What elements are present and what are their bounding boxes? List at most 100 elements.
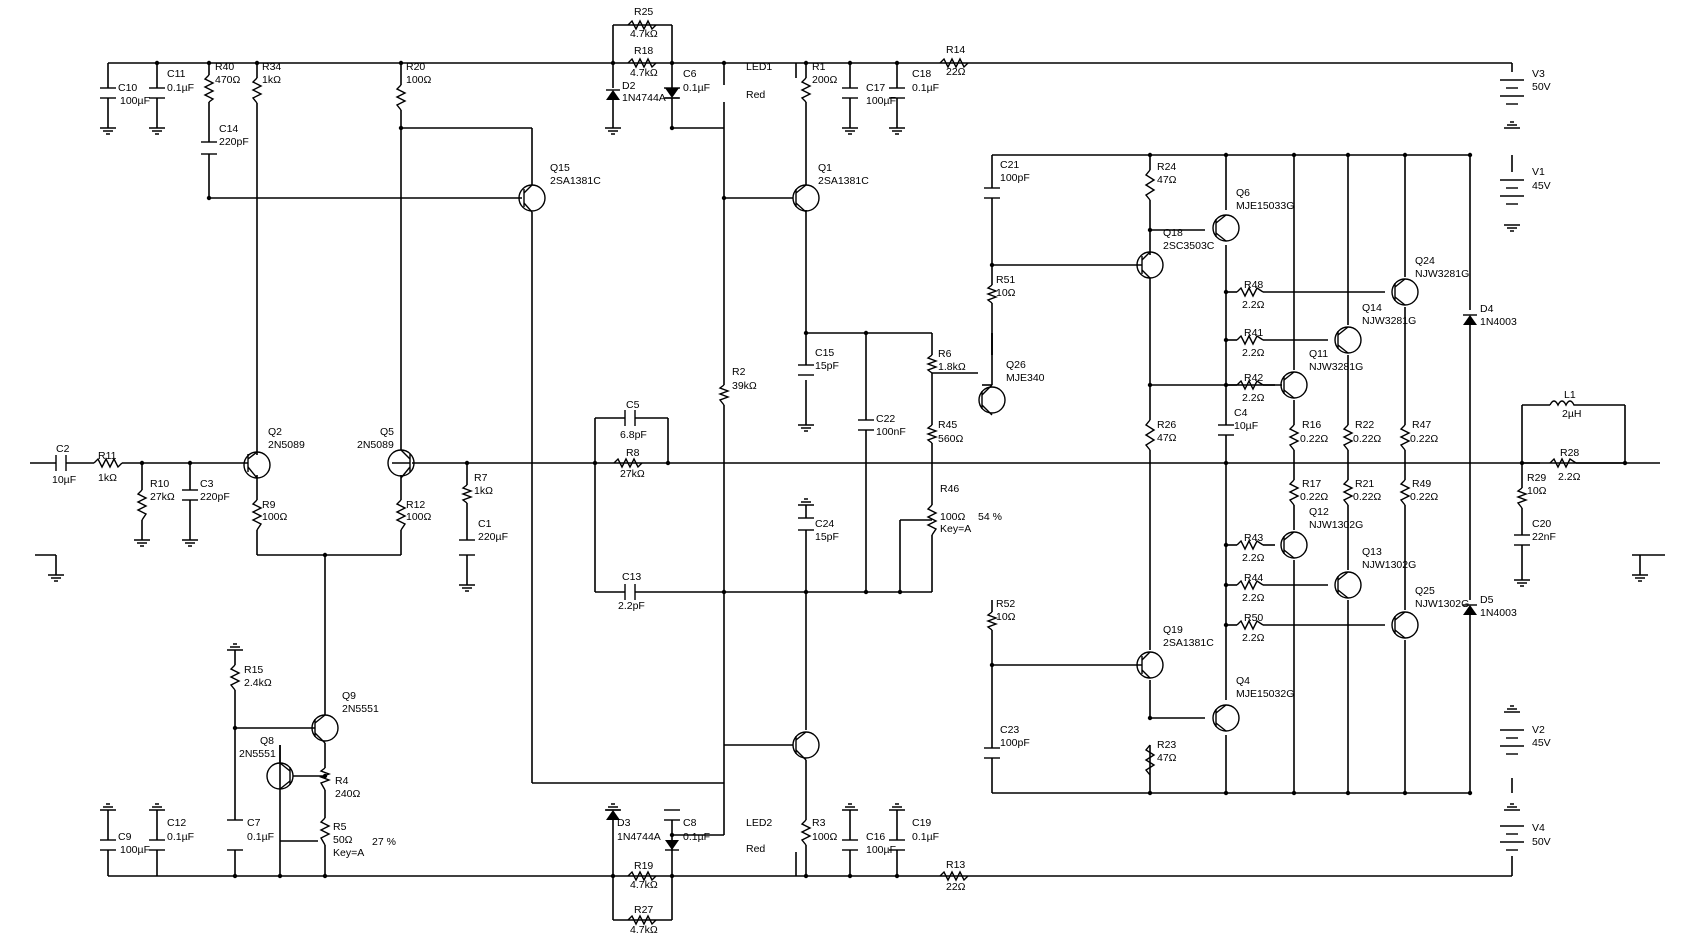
- label-r29-val: 10Ω: [1527, 485, 1547, 497]
- led1: [665, 88, 679, 99]
- resistor-r1: [800, 77, 812, 103]
- resistor-r44: [1236, 579, 1264, 591]
- label-c5-ref: C5: [626, 399, 640, 411]
- label-c6-val: 0.1µF: [683, 82, 710, 94]
- resistor-r50: [1236, 619, 1264, 631]
- label-c2-val: 10µF: [52, 474, 76, 486]
- label-q4-ref: Q4: [1236, 675, 1250, 687]
- label-r46-pct: 54 %: [978, 511, 1002, 523]
- resistor-r8: [613, 457, 643, 469]
- label-q14-val: NJW3281G: [1362, 315, 1416, 327]
- label-r50-val: 2.2Ω: [1242, 632, 1265, 644]
- label-r47-ref: R47: [1412, 419, 1431, 431]
- resistor-r42: [1236, 379, 1264, 391]
- label-r43-ref: R43: [1244, 532, 1263, 544]
- label-d4-ref: D4: [1480, 303, 1494, 315]
- resistor-r12: [395, 499, 407, 531]
- label-l1-val: 2µH: [1562, 408, 1581, 420]
- label-r18-ref: R18: [634, 45, 653, 57]
- label-r10-ref: R10: [150, 478, 169, 490]
- label-v4-val: 50V: [1532, 836, 1551, 848]
- label-q24-ref: Q24: [1415, 255, 1435, 267]
- label-c10-val: 100µF: [120, 95, 150, 107]
- label-q11-ref: Q11: [1309, 348, 1328, 360]
- label-r20-ref: R20: [406, 61, 425, 73]
- capacitor-c10: [100, 87, 116, 128]
- label-q2-val: 2N5089: [268, 439, 305, 451]
- label-r16-ref: R16: [1302, 419, 1321, 431]
- capacitor-c9: [100, 810, 116, 851]
- label-r28-ref: R28: [1560, 447, 1579, 459]
- label-r42-val: 2.2Ω: [1242, 392, 1265, 404]
- label-r45-ref: R45: [938, 419, 957, 431]
- label-r24-ref: R24: [1157, 161, 1176, 173]
- capacitor-c14: [201, 141, 217, 155]
- label-r19-val: 4.7kΩ: [630, 879, 658, 891]
- capacitor-c1: [459, 539, 475, 556]
- label-r4-ref: R4: [335, 775, 349, 787]
- capacitor-c23: [984, 747, 1000, 759]
- transistor-q26: [978, 384, 1006, 416]
- transistor-q11: [1280, 371, 1308, 399]
- label-q26-ref: Q26: [1006, 359, 1026, 371]
- label-q25-val: NJW1302G: [1415, 598, 1469, 610]
- transistor-q14: [1334, 326, 1362, 354]
- capacitor-c17: [842, 87, 858, 128]
- resistor-r14: [939, 57, 969, 69]
- capacitor-c19: [889, 810, 905, 851]
- resistor-r15: [229, 664, 241, 691]
- label-r19-ref: R19: [634, 860, 653, 872]
- label-c12-val: 0.1µF: [167, 831, 194, 843]
- resistor-r5: [319, 817, 331, 846]
- transistor-q5: [387, 449, 415, 479]
- label-q8-val: 2N5551: [239, 748, 276, 760]
- label-r2-val: 39kΩ: [732, 380, 757, 392]
- label-c16-ref: C16: [866, 831, 885, 843]
- label-c13-val: 2.2pF: [618, 600, 645, 612]
- label-r8-val: 27kΩ: [620, 468, 645, 480]
- label-r22-ref: R22: [1355, 419, 1374, 431]
- label-led2-val: Red: [746, 843, 765, 855]
- label-r21-val: 0.22Ω: [1353, 491, 1381, 503]
- label-c16-val: 100µF: [866, 844, 896, 856]
- resistor-r22: [1342, 424, 1354, 451]
- resistor-r16: [1288, 424, 1300, 451]
- capacitor-c3: [182, 489, 198, 501]
- label-r46-ref: R46: [940, 483, 959, 495]
- label-v2-ref: V2: [1532, 724, 1545, 736]
- label-q24-val: NJW3281G: [1415, 268, 1469, 280]
- label-c17-ref: C17: [866, 82, 885, 94]
- label-c10-ref: C10: [118, 82, 137, 94]
- transistor-q13: [1334, 571, 1362, 599]
- resistor-r6: [926, 354, 938, 374]
- label-r16-val: 0.22Ω: [1300, 433, 1328, 445]
- resistor-r20: [395, 84, 407, 111]
- label-r46-val: 100Ω: [940, 511, 966, 523]
- label-r23-val: 47Ω: [1157, 752, 1177, 764]
- label-r3-ref: R3: [812, 817, 826, 829]
- transistor-q1: [792, 184, 820, 213]
- label-r44-ref: R44: [1244, 572, 1263, 584]
- resistor-r49: [1399, 479, 1411, 506]
- resistor-r23: [1144, 744, 1156, 776]
- label-q12-val: NJW1302G: [1309, 519, 1363, 531]
- label-c3-val: 220pF: [200, 491, 230, 503]
- battery-v4: [1500, 825, 1524, 851]
- label-q18-val: 2SC3503C: [1163, 240, 1215, 252]
- resistor-r3: [800, 819, 812, 846]
- transistor-q18: [1136, 251, 1164, 279]
- label-c13-ref: C13: [622, 571, 641, 583]
- label-q1-ref: Q1: [818, 162, 832, 174]
- resistor-r2: [718, 384, 730, 406]
- label-r24-val: 47Ω: [1157, 174, 1177, 186]
- capacitor-c2: [55, 455, 67, 471]
- label-c18-ref: C18: [912, 68, 931, 80]
- label-c15-val: 15pF: [815, 360, 839, 372]
- label-q11-val: NJW3281G: [1309, 361, 1363, 373]
- label-led2-ref: LED2: [746, 817, 772, 829]
- label-q4-val: MJE15032G: [1236, 688, 1294, 700]
- label-r17-val: 0.22Ω: [1300, 491, 1328, 503]
- capacitor-c18: [889, 87, 905, 128]
- label-c11-val: 0.1µF: [167, 82, 194, 94]
- label-v3-ref: V3: [1532, 68, 1545, 80]
